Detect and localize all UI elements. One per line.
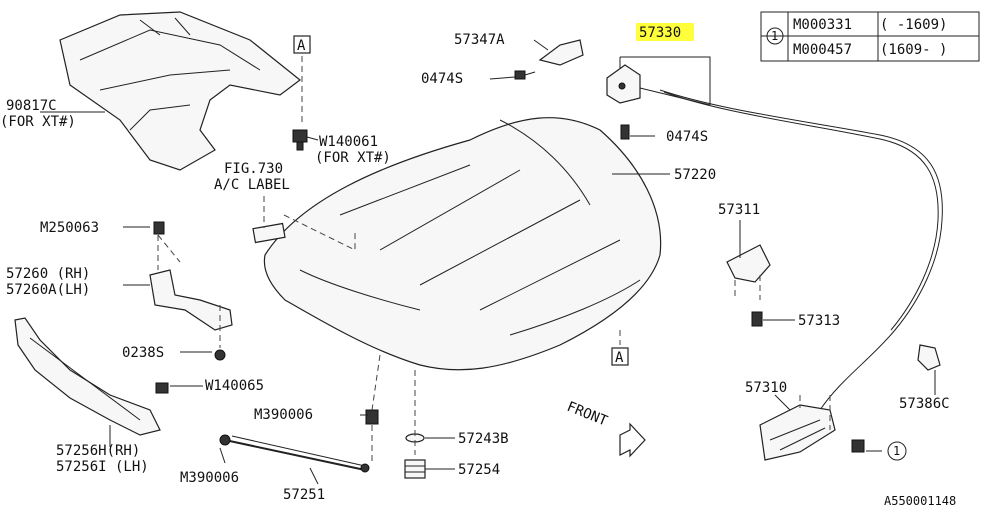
label-57260a: 57260A(LH) [6, 282, 90, 298]
label-ref-a-top: A [297, 38, 306, 54]
bolt-0474s-mid [620, 124, 630, 140]
label-w140065: W140065 [205, 378, 264, 394]
label-front: FRONT [565, 399, 611, 430]
label-90817c: 90817C [6, 98, 57, 114]
label-ac-label: A/C LABEL [214, 177, 290, 193]
gas-strut [219, 354, 381, 473]
label-57254: 57254 [458, 462, 500, 478]
hood-latch [759, 395, 865, 461]
table-range-2: (1609- ) [880, 42, 947, 58]
label-57311: 57311 [718, 202, 760, 218]
hood-panel [263, 117, 662, 371]
label-57243b: 57243B [458, 431, 509, 447]
ref-a-box-top [293, 35, 311, 54]
bracket-57347a [538, 39, 584, 66]
label-0474s-mid: 0474S [666, 129, 708, 145]
label-for-xt-w: (FOR XT#) [315, 150, 391, 166]
label-m250063: M250063 [40, 220, 99, 236]
label-0238s: 0238S [122, 345, 164, 361]
table-range-1: ( -1609) [880, 17, 947, 33]
hood-seal-side [14, 317, 169, 436]
stopper-57254 [404, 459, 426, 479]
label-fig730: FIG.730 [224, 161, 283, 177]
label-ref-a-bottom: A [615, 350, 624, 366]
label-57313: 57313 [798, 313, 840, 329]
table-code-2: M000457 [793, 42, 852, 58]
release-cable [659, 89, 943, 411]
clip-w140061 [292, 129, 308, 151]
variant-table: 1 M000331 ( -1609) M000457 (1609- ) [760, 11, 980, 62]
label-57310: 57310 [745, 380, 787, 396]
bracket-57311 [726, 244, 771, 327]
part-highlight [636, 23, 694, 41]
label-w140061: W140061 [319, 134, 378, 150]
label-57251: 57251 [283, 487, 325, 503]
label-diagram-ref: A550001148 [884, 494, 956, 507]
front-arrow [619, 422, 646, 458]
table-code-1: M000331 [793, 17, 852, 33]
ac-label-sticker [252, 222, 286, 244]
label-57256h: 57256H(RH) [56, 443, 140, 459]
ref-a-box-bottom [611, 347, 629, 366]
label-m390006-b: M390006 [180, 470, 239, 486]
label-m390006-a: M390006 [254, 407, 313, 423]
marker-circle-1 [887, 441, 907, 461]
label-57347a: 57347A [454, 32, 505, 48]
label-57260: 57260 (RH) [6, 266, 90, 282]
label-57256i: 57256I (LH) [56, 459, 149, 475]
bolt-0474s-top [514, 70, 536, 80]
label-circle-1: 1 [893, 444, 900, 458]
table-marker: 1 [771, 29, 778, 43]
label-57386c: 57386C [899, 396, 950, 412]
clip-57386c [917, 344, 941, 371]
hood-hinge [149, 221, 233, 361]
label-for-xt-left: (FOR XT#) [0, 114, 76, 130]
hood-lock-bracket [606, 56, 711, 106]
under-cover-part [59, 11, 301, 171]
label-57220: 57220 [674, 167, 716, 183]
label-57330: 57330 [639, 25, 681, 41]
label-0474s-top: 0474S [421, 71, 463, 87]
